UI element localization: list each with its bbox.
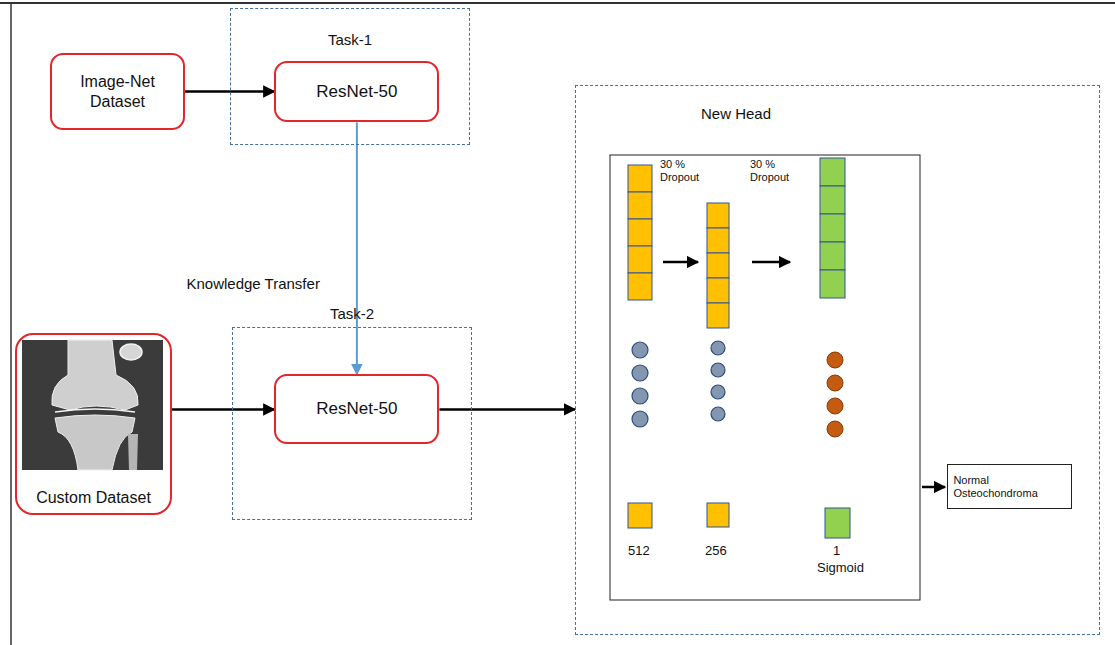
region-title: Task-1 xyxy=(328,31,372,49)
top-rule xyxy=(0,2,1115,4)
task-region: Task-2ResNet-50 xyxy=(232,327,472,520)
knee-xray xyxy=(22,340,163,470)
region-title: Task-2 xyxy=(233,305,471,323)
region-title: New Head xyxy=(701,105,771,123)
box-label: Image-Net Dataset xyxy=(68,72,168,110)
dropout-note: 30 % Dropout xyxy=(750,158,798,183)
dataset-box: Image-Net Dataset xyxy=(50,53,185,130)
box-label: ResNet-50 xyxy=(316,399,397,419)
model-box: ResNet-50 xyxy=(274,374,439,444)
layer-size: 1 xyxy=(833,544,840,559)
dense-256 xyxy=(707,203,729,527)
left-rule xyxy=(10,4,12,645)
dropout-note: 30 % Dropout xyxy=(660,158,708,183)
task-region: Task-1ResNet-50 xyxy=(230,8,470,145)
dense-512 xyxy=(628,165,652,528)
dataset-box: Custom Dataset xyxy=(15,333,172,515)
output-neurons xyxy=(827,352,843,437)
flow-arrow xyxy=(172,408,274,411)
box-label: ResNet-50 xyxy=(316,82,397,102)
transfer-arrow xyxy=(356,122,358,374)
flow-arrow xyxy=(439,408,575,411)
network-head xyxy=(610,155,945,600)
box-label: Normal Osteochondroma xyxy=(953,474,1045,500)
neurons xyxy=(632,341,725,427)
output-layer xyxy=(820,158,850,538)
layer-size: 512 xyxy=(628,544,650,559)
output-box: Normal Osteochondroma xyxy=(947,464,1072,509)
layer-size: Sigmoid xyxy=(817,561,864,576)
edge-label: Knowledge Transfer xyxy=(186,275,319,292)
model-box: ResNet-50 xyxy=(274,61,439,122)
layer-size: 256 xyxy=(705,544,727,559)
box-label: Custom Dataset xyxy=(36,488,151,507)
